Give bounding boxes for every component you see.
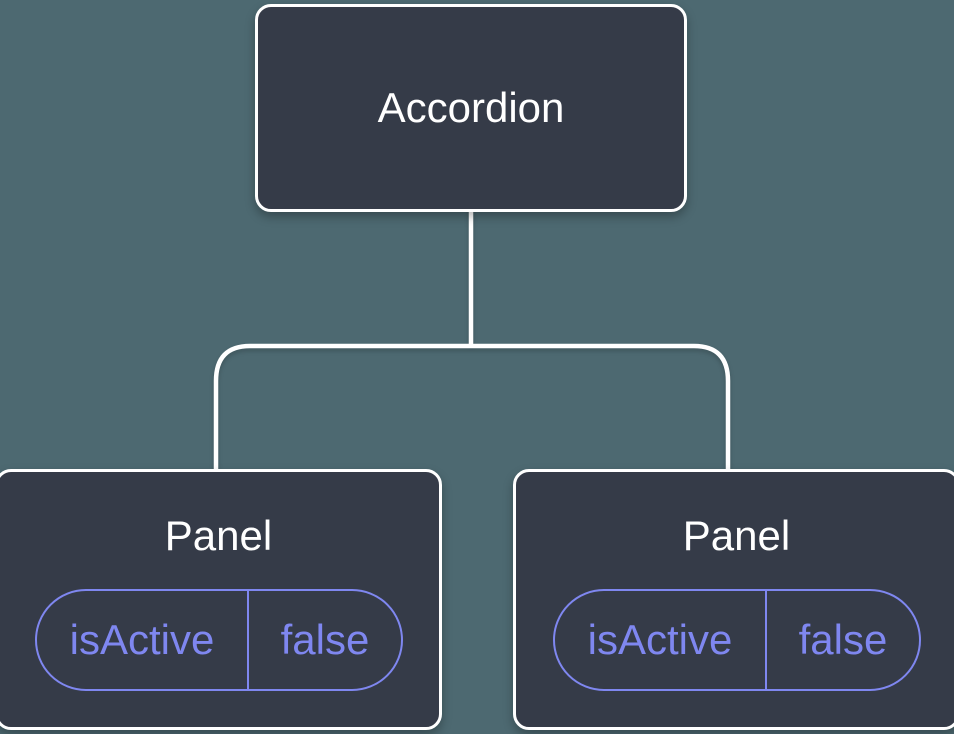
node-label: Panel xyxy=(164,512,273,559)
node-label: Accordion xyxy=(377,83,565,131)
node-label: Panel xyxy=(682,512,791,559)
prop-value: false xyxy=(798,615,888,663)
prop-value: false xyxy=(280,615,370,663)
prop-badge: isActive false xyxy=(34,588,403,691)
prop-badge: isActive false xyxy=(552,588,921,691)
tree-node-panel-left: Panel isActive false xyxy=(0,469,442,730)
tree-node-accordion: Accordion xyxy=(255,4,687,212)
prop-name: isActive xyxy=(555,590,768,689)
connector-branch xyxy=(213,343,731,478)
tree-node-panel-right: Panel isActive false xyxy=(513,469,954,730)
prop-name: isActive xyxy=(37,590,250,689)
